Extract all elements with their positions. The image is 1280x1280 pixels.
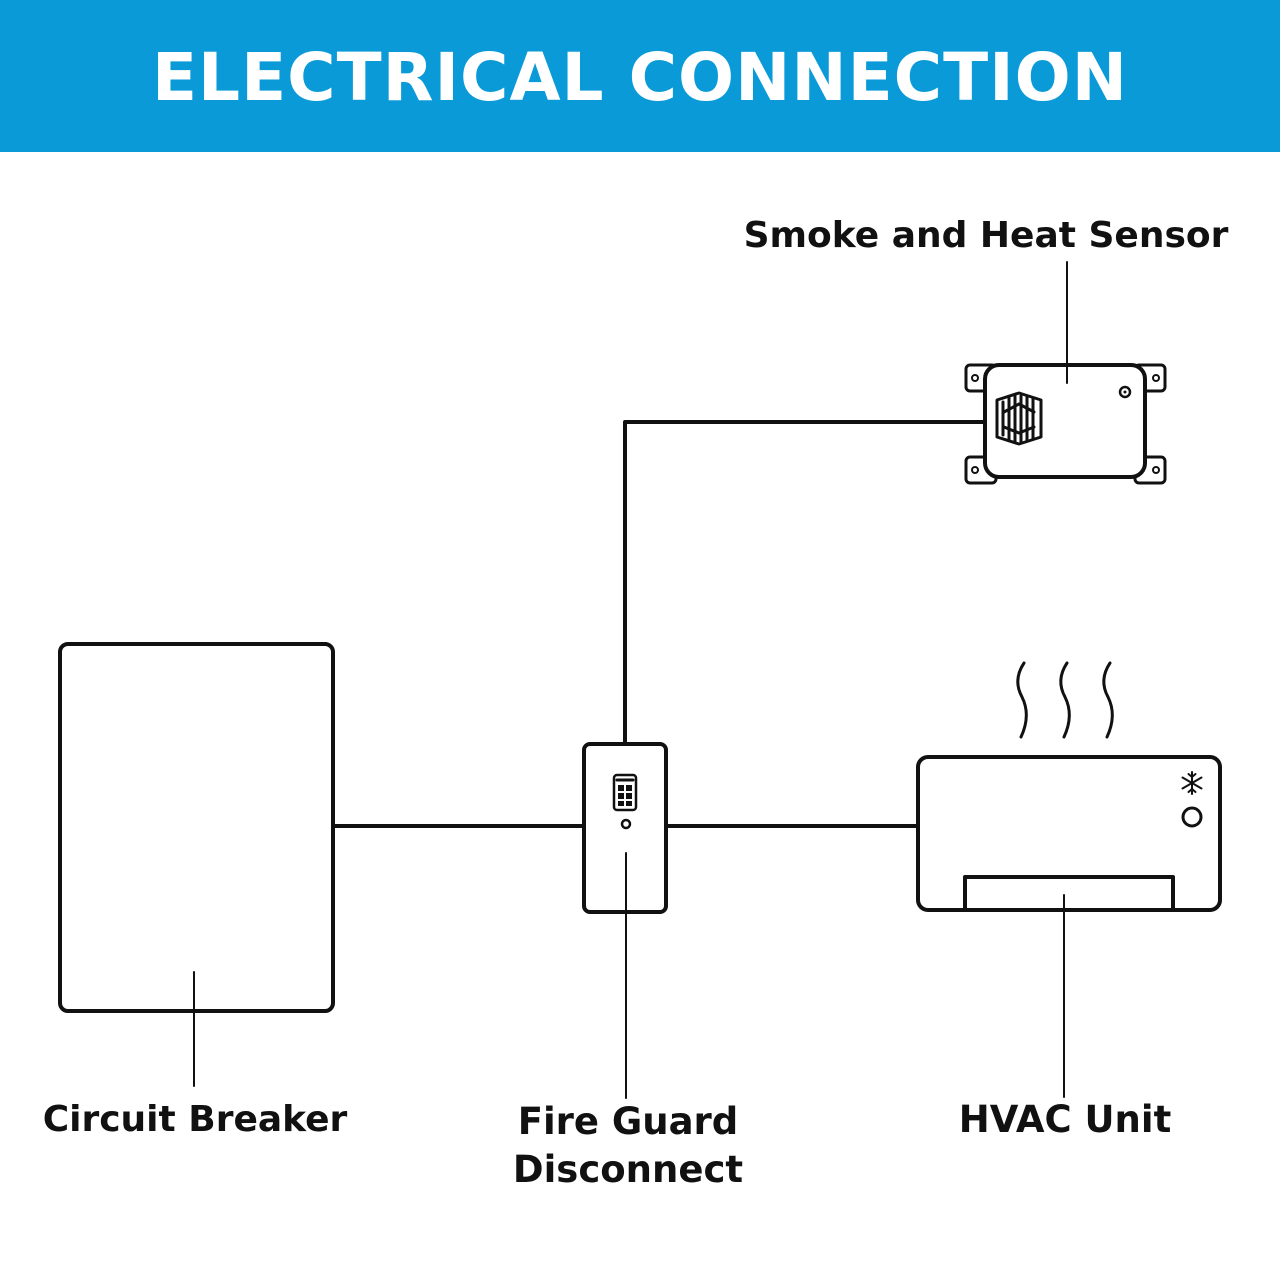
header-banner: ELECTRICAL CONNECTION <box>0 0 1280 152</box>
hvac-unit-label: HVAC Unit <box>958 1098 1172 1141</box>
fire-guard-label-line2: Disconnect <box>512 1148 744 1191</box>
fire-guard-label-line1: Fire Guard <box>517 1100 739 1143</box>
sensor-led-icon <box>1118 385 1132 399</box>
hvac-power-button-icon <box>1181 806 1203 828</box>
status-led-icon <box>620 818 632 830</box>
smoke-sensor-label: Smoke and Heat Sensor <box>743 215 1229 256</box>
keypad-display-icon <box>612 773 638 812</box>
fire-guard-label: Fire Guard Disconnect <box>468 1098 788 1194</box>
wire-fireguard-to-sensor <box>623 420 987 746</box>
leader-lines <box>193 261 1068 1099</box>
circuit-breaker-panel-icon <box>58 642 335 1013</box>
hvac-vent-icon <box>963 875 1175 912</box>
sensor-vent-icon <box>995 391 1043 446</box>
connection-wires <box>331 420 987 828</box>
hvac-unit-icon <box>916 661 1222 912</box>
smoke-heat-sensor-icon <box>964 363 1167 485</box>
circuit-breaker-label: Circuit Breaker <box>42 1099 348 1140</box>
snowflake-icon <box>1181 771 1203 795</box>
page-title: ELECTRICAL CONNECTION <box>151 39 1129 116</box>
heat-waves-icon <box>1016 661 1114 739</box>
